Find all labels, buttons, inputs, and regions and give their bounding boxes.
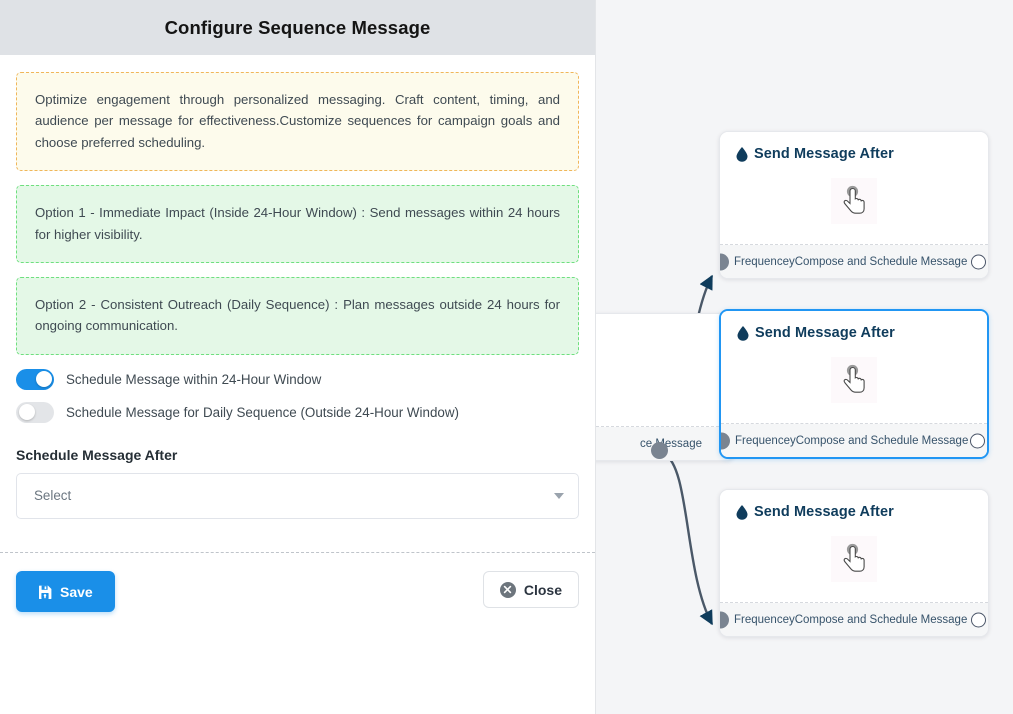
- toggle-row-within-24h[interactable]: Schedule Message within 24-Hour Window: [16, 368, 579, 390]
- node-compose-label: Compose and Schedule Message: [795, 434, 969, 447]
- node-footer: Frequencey Compose and Schedule Message: [720, 603, 988, 636]
- node-body: Send Message After: [721, 311, 987, 424]
- node-title-row: Send Message After: [736, 146, 972, 162]
- schedule-after-label: Schedule Message After: [16, 446, 178, 463]
- tap-cursor-icon: [831, 536, 877, 582]
- page-title: Configure Sequence Message: [164, 16, 431, 38]
- droplet-icon: [737, 325, 749, 341]
- node-frequency-label: Frequencey: [735, 434, 796, 447]
- toggle-daily-sequence-label: Schedule Message for Daily Sequence (Out…: [66, 404, 459, 420]
- node-frequency-label: Frequencey: [734, 613, 795, 626]
- save-button[interactable]: Save: [16, 571, 115, 612]
- flow-node-bottom[interactable]: Send Message After Frequencey Compose an…: [719, 489, 989, 637]
- node-footer: Frequencey Compose and Schedule Message: [721, 424, 987, 457]
- toggle-daily-sequence[interactable]: [16, 401, 54, 423]
- edge-to-bottom-node: [663, 452, 714, 626]
- node-title-text: Send Message After: [755, 325, 895, 341]
- toggle-within-24h[interactable]: [16, 368, 54, 390]
- node-source-handle[interactable]: [971, 612, 986, 627]
- schedule-after-select[interactable]: Select: [16, 472, 579, 519]
- option-2-note: Option 2 - Consistent Outreach (Daily Se…: [16, 276, 579, 355]
- schedule-after-value: Select: [34, 488, 72, 504]
- modal-body: Optimize engagement through personalized…: [0, 55, 595, 552]
- info-note: Optimize engagement through personalized…: [16, 72, 579, 172]
- modal-footer: Save Close: [0, 552, 595, 714]
- node-footer: Frequencey Compose and Schedule Message: [720, 245, 988, 278]
- save-button-label: Save: [60, 583, 93, 600]
- close-button[interactable]: Close: [482, 571, 579, 608]
- option-1-note: Option 1 - Immediate Impact (Inside 24-H…: [16, 185, 579, 263]
- edge-source-handle[interactable]: [651, 442, 668, 459]
- close-icon: [499, 581, 516, 598]
- node-frequency-label: Frequencey: [734, 255, 795, 268]
- toggle-knob: [35, 371, 52, 388]
- node-title-row: Send Message After: [736, 504, 972, 520]
- node-compose-label: Compose and Schedule Message: [794, 255, 968, 268]
- node-source-handle[interactable]: [970, 433, 985, 448]
- node-title-row: Send Message After: [737, 325, 971, 341]
- node-body: Send Message After: [720, 490, 988, 603]
- flow-node-top[interactable]: Send Message After Frequencey Compose an…: [719, 131, 989, 279]
- configure-sequence-modal: Configure Sequence Message Optimize enga…: [0, 0, 596, 714]
- node-footer-right-label: ce Message: [639, 437, 702, 450]
- node-compose-label: Compose and Schedule Message: [794, 613, 968, 626]
- node-source-handle[interactable]: [971, 254, 986, 269]
- chevron-down-icon: [554, 492, 564, 499]
- node-target-handle[interactable]: [721, 432, 730, 449]
- droplet-icon: [736, 504, 748, 520]
- node-target-handle[interactable]: [720, 611, 729, 628]
- node-title-text: Send Message After: [754, 504, 894, 520]
- close-button-label: Close: [523, 581, 562, 598]
- node-body: Send Message After: [720, 132, 988, 245]
- save-icon: [39, 585, 52, 599]
- flow-node-middle-selected[interactable]: Send Message After Frequencey Compose an…: [719, 309, 989, 459]
- toggle-row-daily-sequence[interactable]: Schedule Message for Daily Sequence (Out…: [16, 401, 579, 423]
- toggle-knob: [18, 404, 35, 421]
- droplet-icon: [736, 146, 748, 162]
- node-target-handle[interactable]: [720, 253, 729, 270]
- node-title-text: Send Message After: [754, 146, 894, 162]
- modal-header: Configure Sequence Message: [0, 0, 595, 55]
- tap-cursor-icon: [831, 357, 877, 403]
- tap-cursor-icon: [831, 178, 877, 224]
- toggle-within-24h-label: Schedule Message within 24-Hour Window: [66, 371, 322, 387]
